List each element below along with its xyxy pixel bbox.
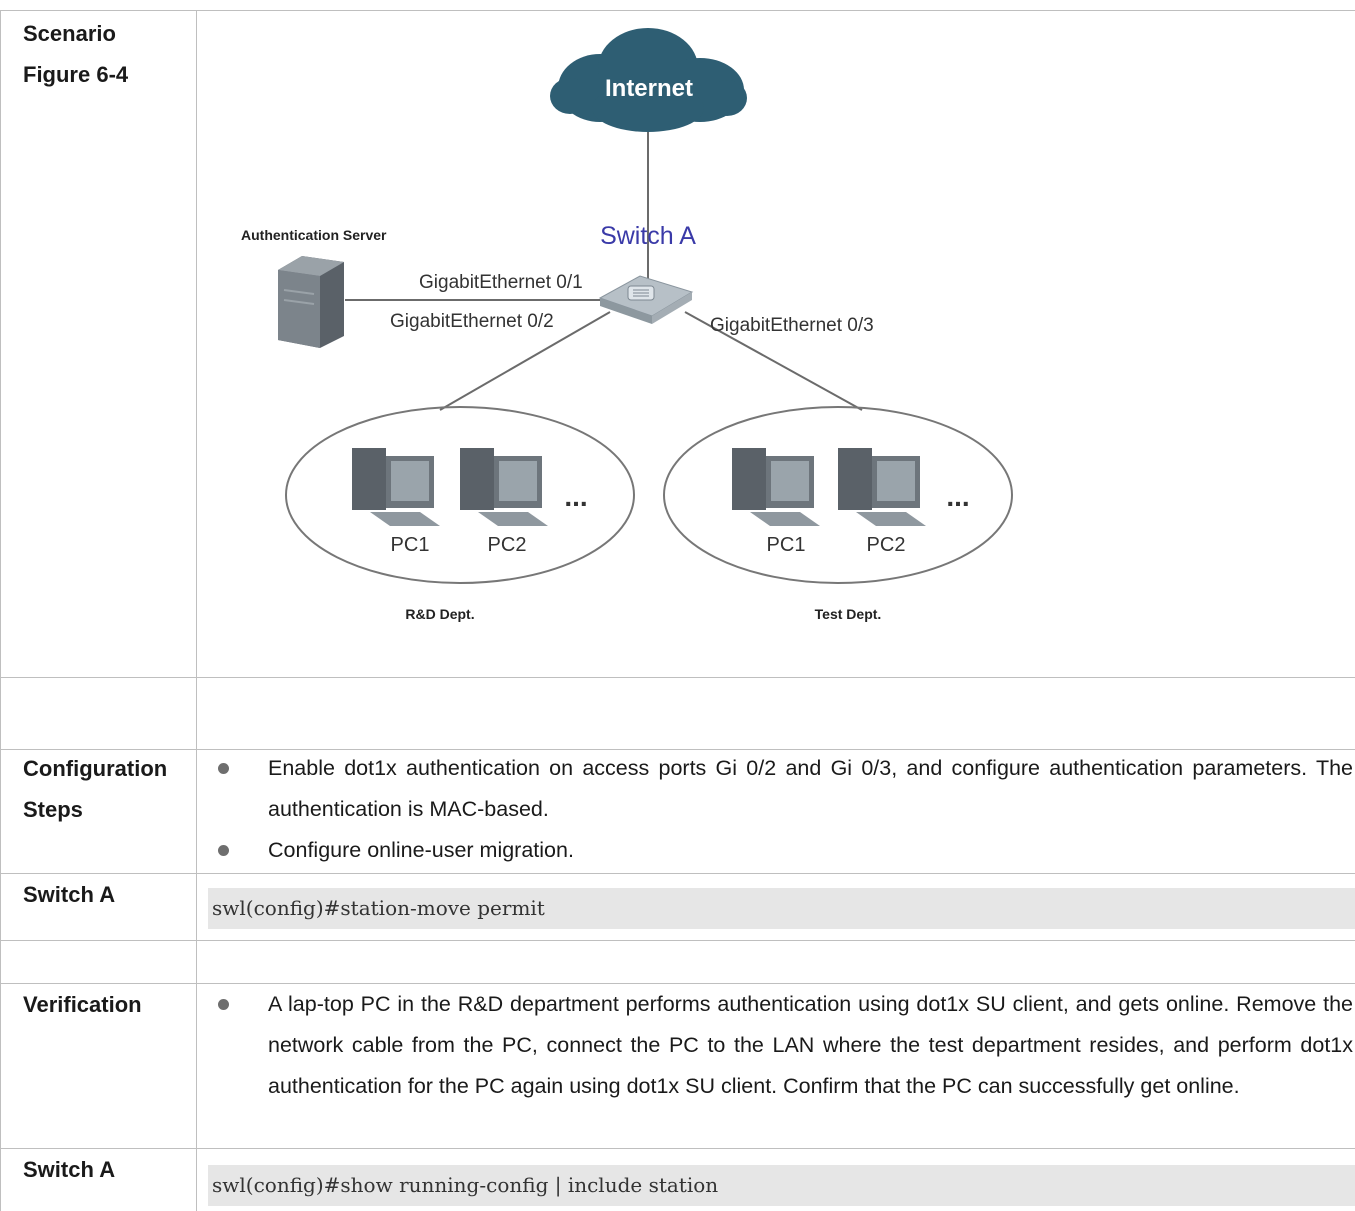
server-icon [278, 256, 344, 348]
code-block-2: swl(config)#show running-config | includ… [208, 1165, 1355, 1206]
rd-pc2-label: PC2 [488, 534, 527, 556]
port1-label: GigabitEthernet 0/1 [419, 272, 583, 293]
link-switch-test [684, 311, 863, 411]
rd-pc1-label: PC1 [391, 534, 430, 556]
port2-label: GigabitEthernet 0/2 [390, 311, 554, 332]
row-divider [0, 677, 1355, 678]
table-column-divider [196, 10, 197, 1211]
pc-icon [838, 448, 926, 526]
test-lan-ellipse [663, 406, 1013, 584]
list-item: Enable dot1x authentication on access po… [208, 748, 1353, 830]
code-block: swl(config)#station-move permit [208, 888, 1355, 929]
switch-a-label: Switch A [23, 882, 116, 907]
test-pc1-label: PC1 [767, 534, 806, 556]
bullet-text: A lap-top PC in the R&D department perfo… [268, 992, 1353, 1098]
verification-label: Verification [23, 992, 142, 1017]
pc-icon [352, 448, 440, 526]
row-divider [0, 10, 1355, 11]
internet-cloud-icon [550, 28, 747, 132]
rd-ellipsis: ... [564, 481, 587, 512]
table-left-border [0, 10, 1, 1211]
pc-icon [460, 448, 548, 526]
row-divider [0, 1148, 1355, 1149]
bullet-icon [218, 763, 229, 774]
list-item: A lap-top PC in the R&D department perfo… [208, 984, 1353, 1107]
config-steps-label-2: Steps [23, 797, 83, 822]
rd-lan-ellipse [285, 406, 635, 584]
row-divider [0, 983, 1355, 984]
port3-label: GigabitEthernet 0/3 [710, 315, 874, 336]
row-divider [0, 749, 1355, 750]
auth-server-label: Authentication Server [241, 227, 387, 243]
row-divider [0, 940, 1355, 941]
row-divider [0, 873, 1355, 874]
internet-label: Internet [605, 75, 693, 102]
rd-dept-label: R&D Dept. [405, 606, 474, 622]
figure-label: Figure 6-4 [23, 62, 129, 87]
bullet-icon [218, 999, 229, 1010]
config-steps-label: Configuration [23, 756, 168, 781]
test-pc2-label: PC2 [867, 534, 906, 556]
link-switch-rd [439, 311, 611, 411]
scenario-label: Scenario [23, 21, 116, 46]
bullet-icon [218, 845, 229, 856]
bullet-text: Enable dot1x authentication on access po… [268, 756, 1353, 821]
pc-icon [732, 448, 820, 526]
switch-a-label-2: Switch A [23, 1157, 116, 1182]
test-dept-label: Test Dept. [815, 606, 882, 622]
bullet-text: Configure online-user migration. [268, 838, 574, 862]
network-diagram: Internet Switch A Authentication Server … [241, 28, 1013, 622]
list-item: Configure online-user migration. [208, 830, 1353, 871]
test-ellipsis: ... [946, 481, 969, 512]
switch-icon [598, 275, 694, 324]
switch-label: Switch A [600, 222, 696, 250]
